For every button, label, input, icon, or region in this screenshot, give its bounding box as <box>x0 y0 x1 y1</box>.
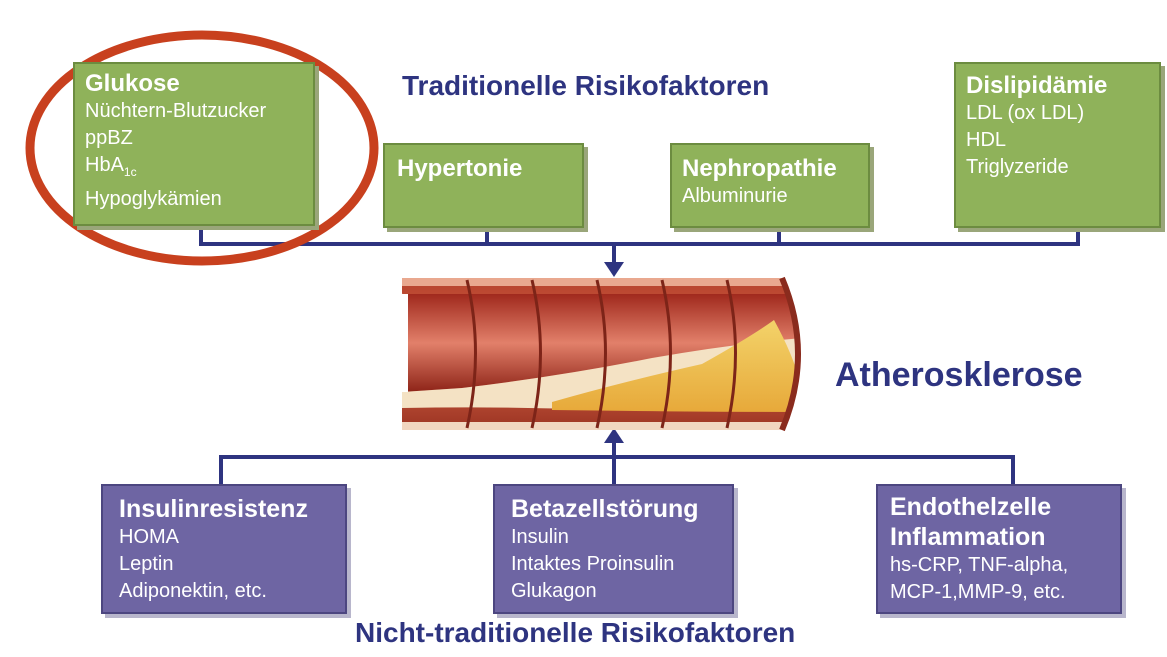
connector-endothel <box>1011 455 1015 486</box>
insulinresistenz-item: Adiponektin, etc. <box>119 578 329 605</box>
connector-bottom-horizontal <box>219 455 1015 459</box>
connector-insulinresistenz <box>219 455 223 486</box>
box-dislipidaemie: Dislipidämie LDL (ox LDL) HDL Triglyzeri… <box>954 62 1161 228</box>
hypertonie-title: Hypertonie <box>397 155 570 183</box>
glukose-title: Glukose <box>85 70 303 98</box>
connector-nephropathie <box>777 228 781 244</box>
endothel-item: MCP-1,MMP-9, etc. <box>890 579 1108 606</box>
heading-non-traditional: Nicht-traditionelle Risikofaktoren <box>355 617 795 649</box>
endothel-title: Inflammation <box>890 522 1108 552</box>
nephropathie-item: Albuminurie <box>682 183 858 210</box>
betazell-item: Intaktes Proinsulin <box>511 551 716 578</box>
insulinresistenz-item: Leptin <box>119 551 329 578</box>
glukose-item: Hypoglykämien <box>85 186 303 213</box>
endothel-title: Endothelzelle <box>890 492 1108 522</box>
glukose-item-hba1c: HbA1c <box>85 152 303 186</box>
insulinresistenz-item: HOMA <box>119 524 329 551</box>
endothel-item: hs-CRP, TNF-alpha, <box>890 552 1108 579</box>
glukose-item: Nüchtern-Blutzucker <box>85 98 303 125</box>
connector-hypertonie <box>485 228 489 244</box>
heading-traditional: Traditionelle Risikofaktoren <box>402 70 769 102</box>
artery-illustration <box>402 272 814 436</box>
dislipidaemie-title: Dislipidämie <box>966 72 1149 100</box>
heading-atherosklerose: Atherosklerose <box>835 356 1083 395</box>
betazell-item: Insulin <box>511 524 716 551</box>
nephropathie-title: Nephropathie <box>682 155 858 183</box>
connector-bottom-up <box>612 442 616 487</box>
betazell-title: Betazellstörung <box>511 494 716 524</box>
connector-dislipidaemie <box>1076 228 1080 244</box>
box-endothelzelle: Endothelzelle Inflammation hs-CRP, TNF-a… <box>876 484 1122 614</box>
box-hypertonie: Hypertonie <box>383 143 584 228</box>
dislipidaemie-item: Triglyzeride <box>966 154 1149 181</box>
dislipidaemie-item: HDL <box>966 127 1149 154</box>
box-nephropathie: Nephropathie Albuminurie <box>670 143 870 228</box>
glukose-item: ppBZ <box>85 125 303 152</box>
dislipidaemie-item: LDL (ox LDL) <box>966 100 1149 127</box>
betazell-item: Glukagon <box>511 578 716 605</box>
insulinresistenz-title: Insulinresistenz <box>119 494 329 524</box>
box-glukose: Glukose Nüchtern-Blutzucker ppBZ HbA1c H… <box>73 62 315 226</box>
box-insulinresistenz: Insulinresistenz HOMA Leptin Adiponektin… <box>101 484 347 614</box>
box-betazellstoerung: Betazellstörung Insulin Intaktes Proinsu… <box>493 484 734 614</box>
